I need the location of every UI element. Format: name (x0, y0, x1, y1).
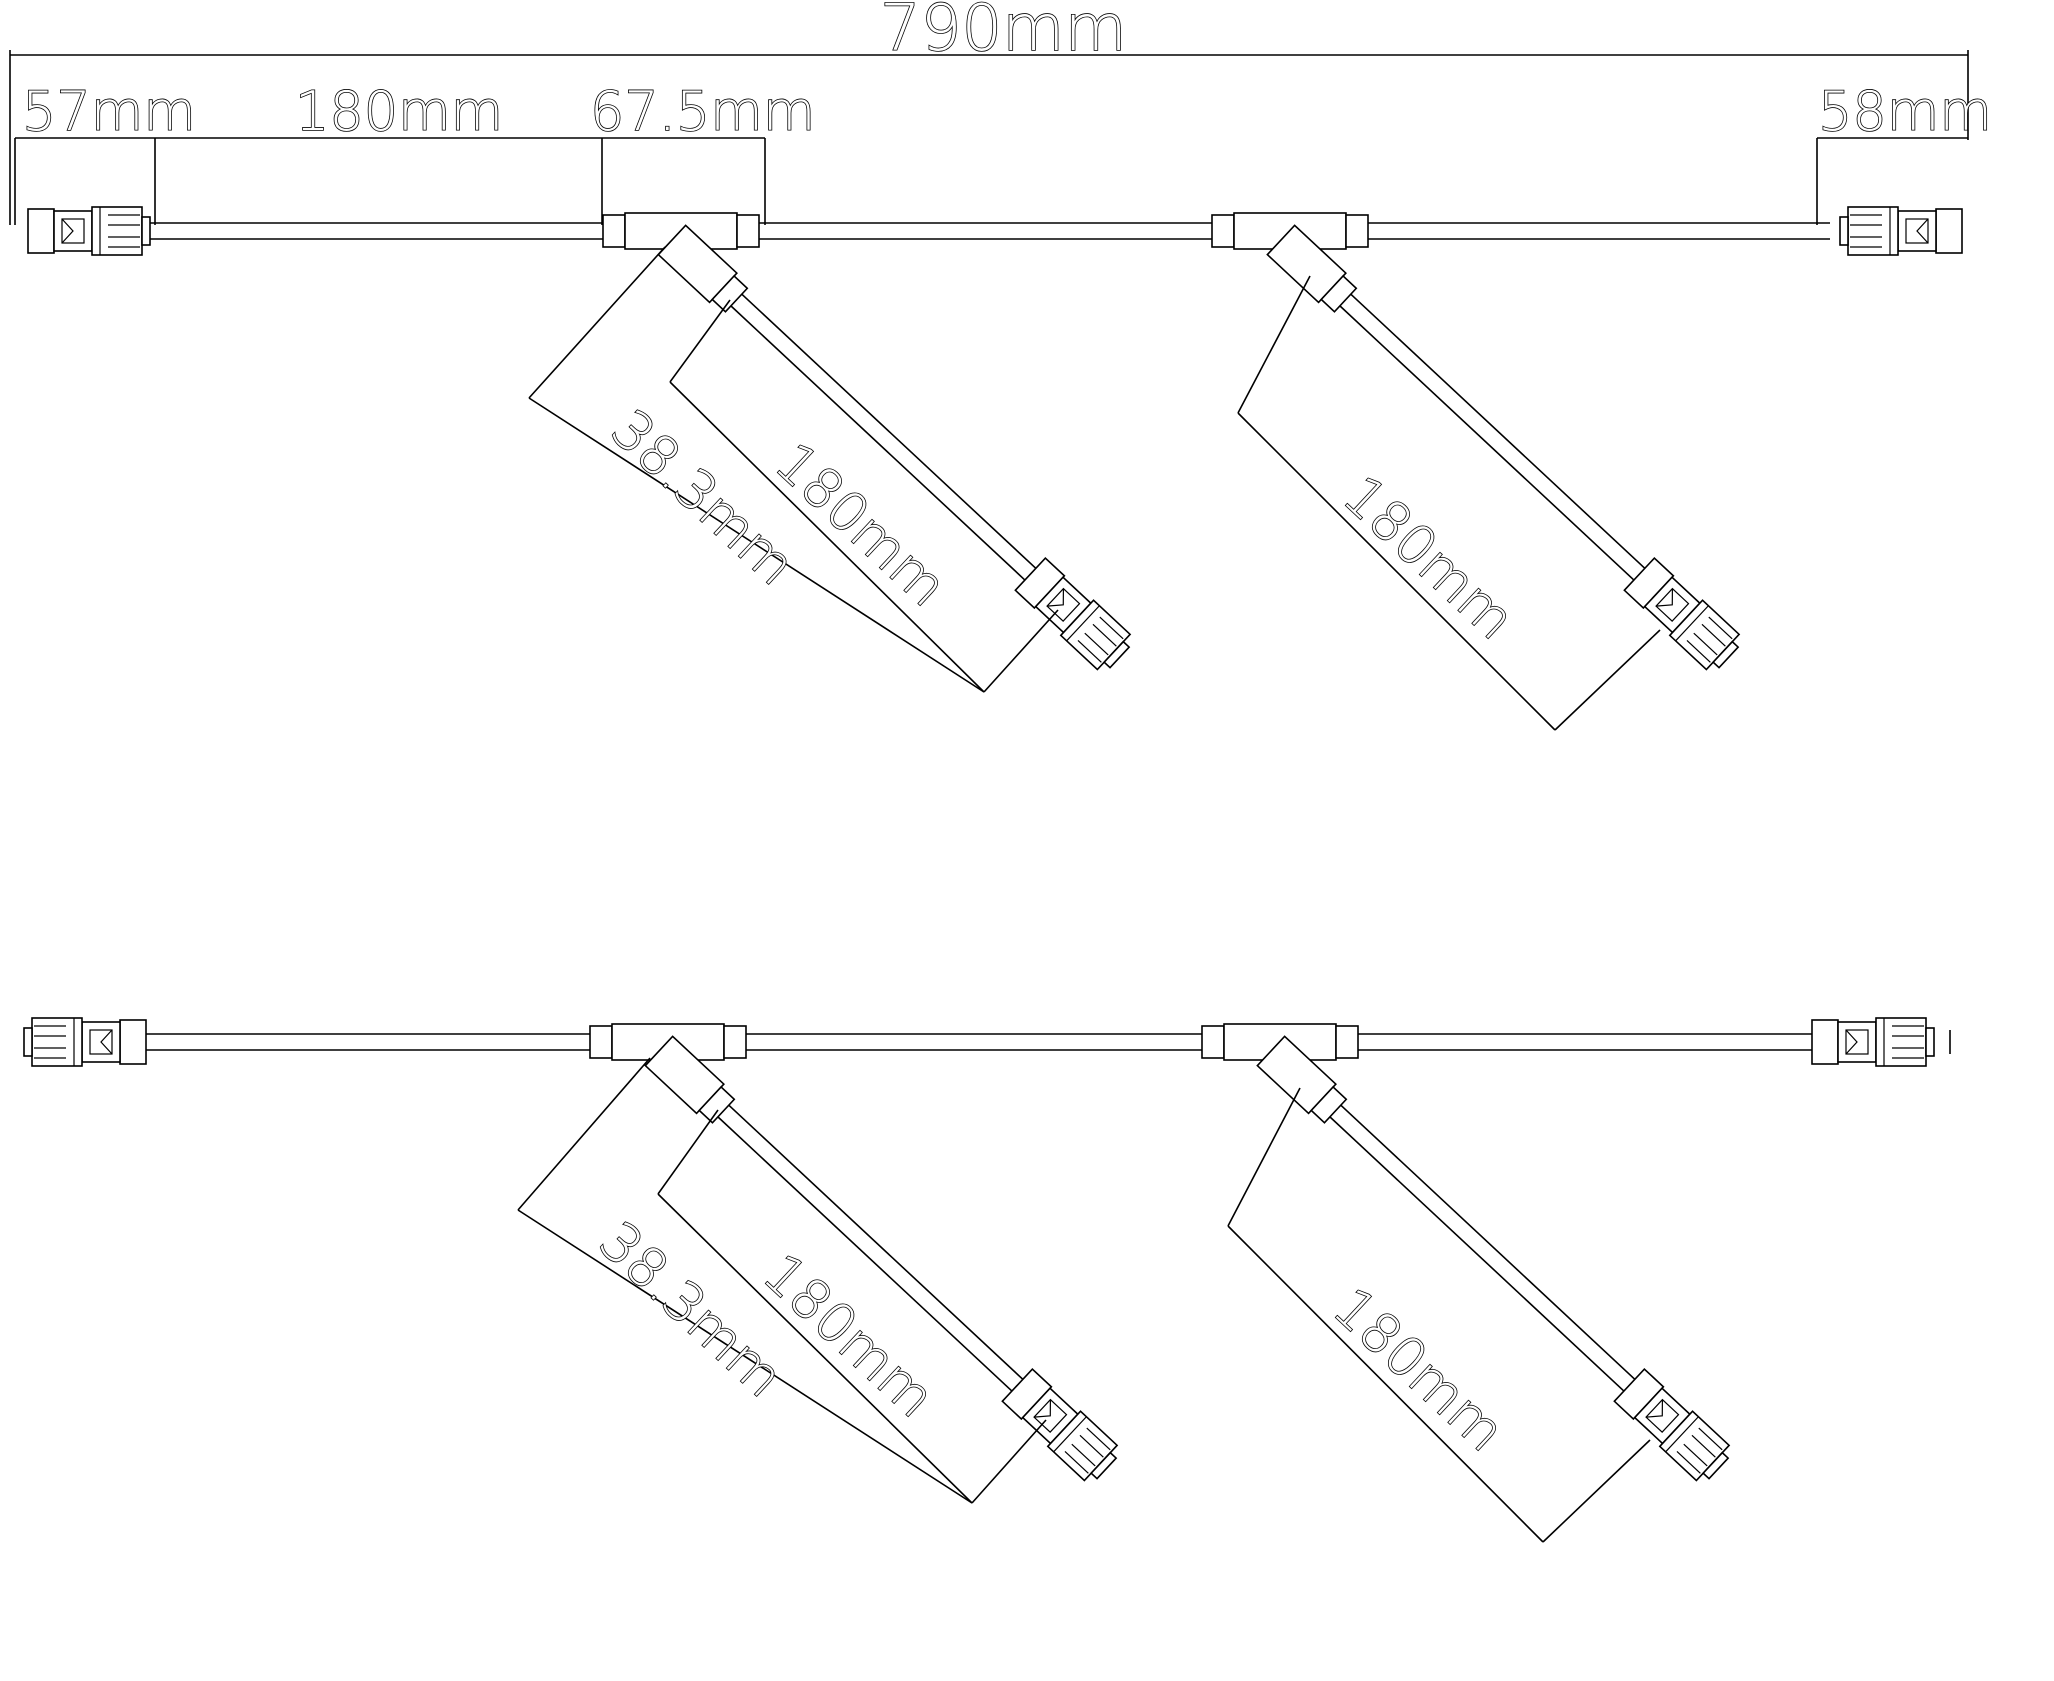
left-connector-dimension: 57mm (22, 80, 196, 143)
branch-cable-dimension-2-top: 180mm (1331, 463, 1526, 651)
overall-dimension: 790mm (9, 0, 1969, 225)
top-view: 790mm 57mm 180mm 67.5mm 58mm (9, 0, 1993, 731)
main-cable-bottom (120, 1033, 1820, 1051)
bottom-view: 38.3mm 180mm 180mm (23, 1017, 1951, 1543)
branch-offset-dimension-1-bottom: 38.3mm (587, 1209, 795, 1409)
trunk-cable-dimension: 180mm (295, 80, 503, 143)
branch-offset-dimension-1-top: 38.3mm (599, 397, 807, 597)
tee-junction-2-top: 180mm (1211, 212, 1745, 731)
right-connector-bottom (1811, 1017, 1935, 1067)
overall-length-label: 790mm (880, 0, 1127, 66)
segment-dimensions: 57mm 180mm 67.5mm 58mm (14, 79, 1993, 225)
branch-cable-dimension-1-bottom: 180mm (751, 1241, 946, 1429)
right-connector-dimension: 58mm (1818, 80, 1992, 143)
tee-junction-1-top: 38.3mm 180mm (528, 212, 1136, 693)
tee-body-dimension: 67.5mm (590, 80, 815, 143)
left-connector-bottom (23, 1017, 147, 1067)
tee-junction-2-bottom: 180mm (1201, 1023, 1735, 1543)
branch-cable-dimension-1-top: 180mm (763, 430, 958, 618)
right-connector-top (1839, 206, 1963, 256)
branch-cable-dimension-2-bottom: 180mm (1321, 1275, 1516, 1463)
tee-junction-1-bottom: 38.3mm 180mm (517, 1023, 1123, 1504)
main-cable-top (150, 222, 1830, 240)
left-connector-top (27, 206, 151, 256)
